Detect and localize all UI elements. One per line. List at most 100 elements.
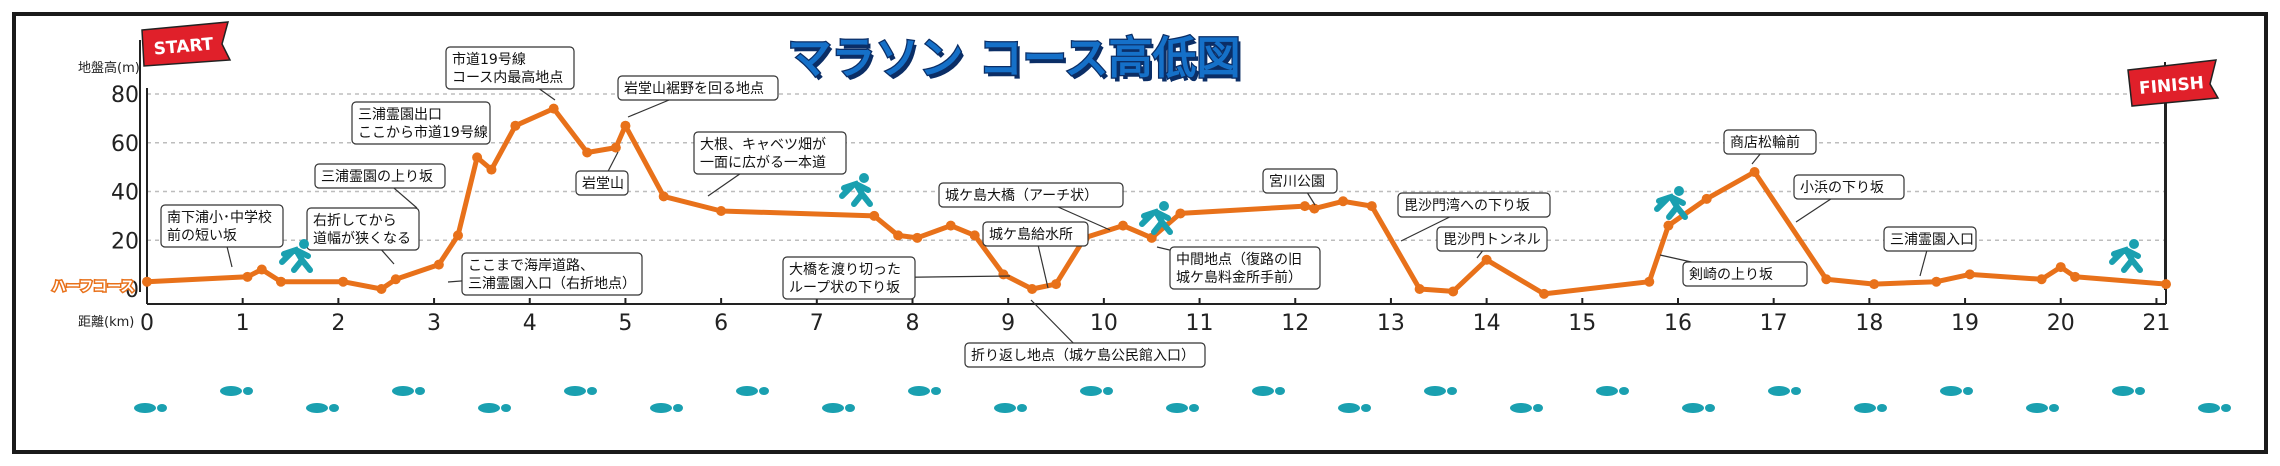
- annotation-box: [1682, 261, 1808, 287]
- annotation: 商店松輪前: [1723, 129, 1817, 165]
- runner-icon: [1654, 186, 1688, 220]
- annotation-text: 剣崎の上り坂: [1689, 267, 1773, 283]
- runner-icon: [839, 173, 873, 207]
- annotation-text: ここまで海岸道路、: [468, 258, 594, 274]
- data-point: [1338, 196, 1349, 207]
- start-flag: START: [139, 21, 232, 292]
- runner-icon: [279, 239, 313, 273]
- data-point: [582, 147, 593, 158]
- y-tick-label: 60: [111, 132, 139, 157]
- annotation-box: [1436, 226, 1548, 252]
- annotation-text: 城ケ島料金所手前）: [1176, 269, 1302, 286]
- data-point: [2070, 271, 2081, 282]
- data-point: [2161, 279, 2171, 290]
- data-point: [1644, 276, 1655, 287]
- data-point: [1027, 284, 1038, 294]
- footprint-icon: [2198, 403, 2231, 413]
- data-point: [548, 103, 559, 114]
- x-tick-label: 14: [1473, 311, 1501, 336]
- annotation-text: 前の短い坂: [167, 227, 237, 244]
- x-tick-label: 21: [2142, 311, 2170, 336]
- footprint-icon: [1682, 403, 1715, 413]
- annotation: 毘沙門トンネル: [1436, 226, 1548, 259]
- annotation: 岩堂山裾野を回る地点: [617, 75, 779, 118]
- x-tick-label: 2: [331, 311, 345, 336]
- data-point: [893, 230, 904, 241]
- annotation-box: [351, 101, 491, 145]
- x-tick-label: 15: [1568, 311, 1596, 336]
- x-tick-label: 13: [1377, 311, 1405, 336]
- annotation-text: 三浦霊園入口（右折地点）: [468, 276, 636, 292]
- finish-flag: FINISH: [2127, 59, 2220, 290]
- annotation-text: 商店松輪前: [1730, 134, 1800, 151]
- x-tick-label: 6: [714, 311, 728, 336]
- annotation-text: 城ケ島給水所: [989, 227, 1073, 243]
- footprint-icon: [1338, 403, 1371, 413]
- y-tick-label: 40: [111, 181, 139, 206]
- data-point: [610, 142, 621, 153]
- data-point: [912, 232, 923, 243]
- annotation: 宮川公園: [1262, 168, 1338, 206]
- footprint-icon: [1080, 386, 1113, 396]
- annotation-text: 岩堂山裾野を回る地点: [624, 81, 764, 97]
- x-tick-label: 18: [1855, 311, 1883, 336]
- footprints-decoration: [134, 386, 2231, 413]
- data-point: [1366, 201, 1377, 212]
- data-point: [452, 230, 463, 241]
- annotation: 剣崎の上り坂: [1659, 254, 1808, 287]
- data-point: [433, 259, 444, 270]
- data-point: [486, 164, 497, 175]
- annotation-box: [982, 221, 1089, 247]
- annotation: 小浜の下り坂: [1793, 174, 1905, 223]
- data-point: [2055, 262, 2066, 273]
- data-point: [1539, 288, 1550, 299]
- annotation-box: [1883, 226, 1977, 252]
- x-tick-label: 8: [905, 311, 919, 336]
- annotation-text: 南下浦小･中学校: [167, 209, 272, 226]
- footprint-icon: [134, 403, 167, 413]
- chart-title-shadow: マラソン コース高低図: [790, 37, 1243, 88]
- data-point: [472, 152, 483, 163]
- footprint-icon: [1596, 386, 1629, 396]
- x-tick-label: 20: [2047, 311, 2075, 336]
- x-tick-label: 10: [1090, 311, 1118, 336]
- data-point: [1146, 232, 1157, 243]
- footprint-icon: [736, 386, 769, 396]
- annotation-text: 三浦霊園の上り坂: [321, 169, 433, 185]
- x-tick-label: 12: [1281, 311, 1309, 336]
- annotation-text: 三浦霊園出口: [358, 107, 442, 123]
- y-axis-label: 地盤高(m): [78, 60, 140, 76]
- chart-title: マラソン コース高低図: [787, 33, 1240, 84]
- annotation-text: 宮川公園: [1269, 174, 1325, 190]
- x-tick-label: 7: [810, 311, 824, 336]
- annotation: 城ケ島給水所: [982, 221, 1089, 289]
- half-course-label: ハーフコース: [52, 279, 134, 295]
- annotation-text: 毘沙門湾への下り坂: [1404, 197, 1530, 214]
- annotation-text: 一面に広がる一本道: [700, 155, 826, 171]
- annotation-box: [461, 252, 643, 296]
- data-point: [1051, 279, 1062, 290]
- annotation-layer: 市道19号線コース内最高地点三浦霊園出口ここから市道19号線岩堂山裾野を回る地点…: [160, 46, 1977, 368]
- course-line: [146, 106, 2167, 297]
- annotation-box: [160, 204, 284, 248]
- footprint-icon: [306, 403, 339, 413]
- data-point: [945, 220, 956, 231]
- annotation-box: [1169, 246, 1321, 290]
- annotation-text: 折り返し地点（城ケ島公民館入口）: [971, 347, 1195, 364]
- x-tick-label: 5: [618, 311, 632, 336]
- annotation: 折り返し地点（城ケ島公民館入口）: [964, 299, 1206, 368]
- footprint-icon: [650, 403, 683, 413]
- data-point: [1964, 269, 1975, 280]
- data-point: [1175, 208, 1186, 219]
- x-tick-label: 9: [1001, 311, 1015, 336]
- annotation: 城ケ島大橋（アーチ状）: [938, 182, 1124, 231]
- footprint-icon: [1510, 403, 1543, 413]
- data-point: [1931, 276, 1942, 287]
- x-tick-label: 3: [427, 311, 441, 336]
- data-point: [1481, 254, 1492, 265]
